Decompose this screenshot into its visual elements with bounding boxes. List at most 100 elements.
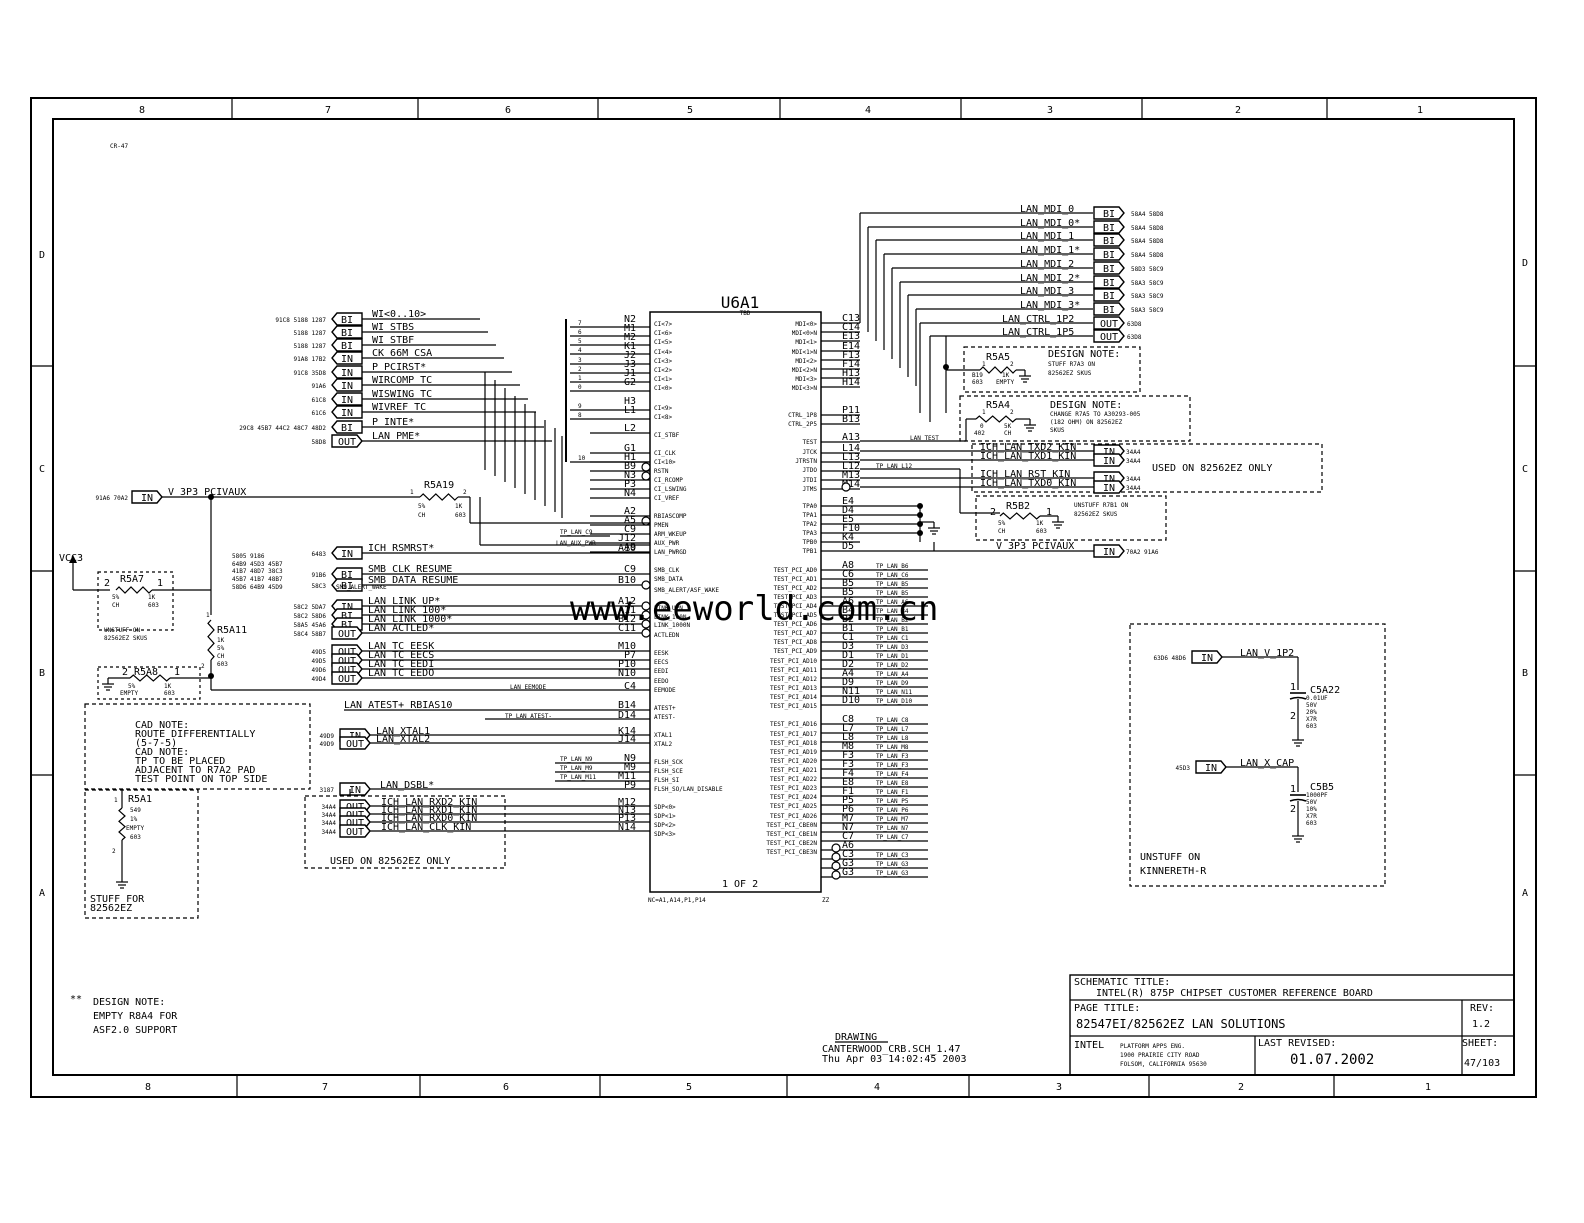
design-note: EMPTY R8A4 FOR	[93, 1011, 178, 1022]
net-name: LAN_AUX_PWR	[556, 540, 596, 547]
net-name: V_3P3_PCIVAUX	[168, 487, 246, 498]
pin-number: 2	[463, 489, 467, 496]
net-name: LAN_ATEST+_RBIAS10	[344, 700, 452, 711]
pin-number: A10	[618, 543, 636, 554]
design-note: CHANGE R7A5 TO A30293-005	[1050, 411, 1141, 418]
pin-number: P11	[842, 405, 860, 416]
connector-type-label: IN	[1205, 763, 1217, 774]
pin-number: L7	[842, 723, 854, 734]
net-xref: 64B9 45D3 45B7	[232, 561, 283, 568]
pin-number: A5	[624, 515, 636, 526]
test-point-net: TP_LAN_D3	[876, 644, 909, 651]
pin-number: 2	[1290, 711, 1296, 722]
pin-number: A13	[842, 432, 860, 443]
chip-pin-name-right: TEST_PCI_AD13	[770, 685, 817, 692]
pin-number: D3	[842, 641, 854, 652]
connector-in	[1191, 650, 1223, 664]
pin-number: M10	[618, 641, 636, 652]
r5a4-box	[959, 395, 1191, 442]
chip-pin-name-right: JTMS	[803, 486, 818, 493]
zone-row-right: D	[1522, 258, 1528, 269]
chip-pin-name-right: MDI<2>	[795, 358, 817, 365]
pin-number: B10	[618, 575, 636, 586]
net-xref: 61C6	[312, 410, 327, 417]
zone-col-bottom: 5	[686, 1082, 692, 1093]
bus-bit-number: 3	[578, 357, 582, 364]
net-name: ICH_LAN_RXD2_KIN	[381, 797, 477, 808]
chip-pin-name-left: CI<4>	[654, 349, 672, 356]
pin-number: B5	[842, 578, 854, 589]
chip-pin-name-left: SDP<2>	[654, 822, 676, 829]
connector-type-label: IN	[1103, 447, 1115, 458]
pin-number: N9	[624, 753, 636, 764]
net-name: LAN_V_1P2	[1240, 648, 1294, 659]
chip-pin-name-left: CI<1>	[654, 376, 672, 383]
pin-bubble	[831, 852, 841, 862]
chip-pin-name-right: TEST_PCI_AD17	[770, 731, 817, 738]
bus-bit-number: 9	[578, 403, 582, 410]
net-xref: 45B7 41B7 48B7	[232, 576, 283, 583]
connector-type-label: BI	[1103, 209, 1115, 220]
pin-number: D2	[842, 659, 854, 670]
component-value: CH	[1004, 430, 1012, 437]
pin-number: H14	[842, 377, 860, 388]
chip-pin-name-left: ARM_WKEUP	[654, 531, 687, 538]
component-value: 50V	[1306, 702, 1317, 709]
pin-number: P3	[624, 479, 636, 490]
design-note: 82562EZ SKUS	[1048, 370, 1092, 377]
net-xref: 49D6	[312, 667, 327, 674]
design-note: 82562EZ SKUS	[1074, 511, 1118, 518]
pin-number: M13	[842, 470, 860, 481]
design-note: STUFF FOR	[90, 894, 145, 905]
bus-bit-number: 8	[578, 412, 582, 419]
chip-pin-name-right: MDI<0>	[795, 321, 817, 328]
net-name: LAN_MDI_3	[1020, 286, 1074, 297]
refdes: R5A19	[424, 480, 454, 491]
net-xref: 63D8	[1127, 321, 1142, 328]
design-note: STUFF R7A3 ON	[1048, 361, 1095, 368]
right-nets: C13C14E13E14F13F14H13H14P11B13A13L14L13L…	[821, 204, 1323, 880]
pin-number: B4	[842, 605, 854, 616]
connector-type-label: IN	[341, 549, 353, 560]
bus-bit-number: 4	[578, 347, 582, 354]
design-note: DESIGN NOTE:	[1050, 400, 1122, 411]
chip-pin-name-right: TEST_PCI_AD11	[770, 667, 817, 674]
net-xref: 91A6	[312, 383, 327, 390]
design-note: (182 OHM) ON 82562EZ	[1050, 419, 1123, 426]
drawing-date: Thu Apr 03 14:02:45 2003	[822, 1054, 967, 1065]
test-point-net: TP_LAN_C7	[876, 834, 909, 841]
pin-number: M11	[618, 771, 636, 782]
net-name: WI_STBF	[372, 335, 414, 346]
chip-pin-name-left: FLSH_SCE	[654, 768, 683, 775]
net-name: LAN_EEMODE	[510, 684, 547, 691]
r5a5-box	[963, 346, 1141, 393]
chip-pin-name-right: TPA3	[803, 530, 818, 537]
net-xref: 58C3	[312, 583, 327, 590]
sheet-inner-border	[52, 118, 1515, 1076]
refdes: R5A7	[120, 574, 144, 585]
connector-type-label: IN	[341, 368, 353, 379]
connector-type-label: OUT	[338, 674, 356, 685]
net-name: WIVREF_TC	[372, 402, 426, 413]
net-xref: 34A4	[1126, 449, 1141, 456]
net-name: LAN_TC_EECS	[368, 650, 434, 661]
design-note: USED ON 82562EZ ONLY	[330, 856, 450, 867]
chip-pin-name-right: TEST_PCI_AD8	[774, 639, 818, 646]
power-net: VCC3	[59, 553, 83, 564]
resistor-symbol	[118, 807, 126, 841]
connector-bi	[1093, 288, 1125, 302]
chip-pin-name-left: LINK_100N	[654, 614, 687, 621]
connector-out	[331, 626, 363, 640]
chip-pin-name-right: TEST_PCI_AD12	[770, 676, 817, 683]
last-revised: 01.07.2002	[1290, 1052, 1374, 1068]
net-name: WI<0..10>	[372, 309, 426, 320]
pin-bubble	[641, 601, 651, 611]
connector-type-label: BI	[341, 423, 353, 434]
net-xref: 49D5	[312, 649, 327, 656]
pin-number: 2	[201, 663, 205, 670]
pin-number: A9	[624, 542, 636, 553]
zone-col-bottom: 6	[503, 1082, 509, 1093]
chip-pin-name-left: SMB_ALERT/ASF_WAKE	[654, 587, 719, 594]
pin-number: B1	[842, 623, 854, 634]
connector-type-label: BI	[1103, 264, 1115, 275]
